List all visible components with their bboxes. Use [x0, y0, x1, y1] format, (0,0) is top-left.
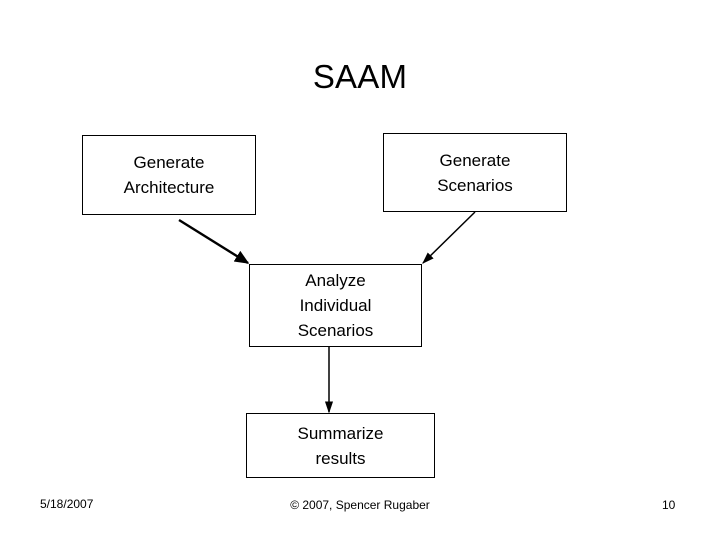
page-title: SAAM — [312, 58, 408, 95]
footer-page-number: 10 — [662, 498, 676, 512]
footer-copyright: © 2007, Spencer Rugaber — [290, 498, 430, 512]
footer-date: 5/18/2007 — [40, 497, 94, 511]
process-box-generate-scenarios: Generate Scenarios — [383, 133, 567, 212]
process-box-generate-architecture: Generate Architecture — [82, 135, 256, 215]
process-box-label: Analyze Individual Scenarios — [297, 271, 374, 340]
process-box-summarize-results: Summarize results — [246, 413, 435, 478]
process-box-label: Generate Scenarios — [437, 150, 513, 195]
arrow-scenarios-to-analyze — [422, 211, 476, 264]
arrow-architecture-to-analyze — [178, 218, 250, 265]
process-box-label: Generate Architecture — [123, 153, 215, 197]
process-box-label: Summarize results — [297, 423, 384, 468]
process-box-analyze-individual-scenarios: Analyze Individual Scenarios — [249, 264, 422, 347]
